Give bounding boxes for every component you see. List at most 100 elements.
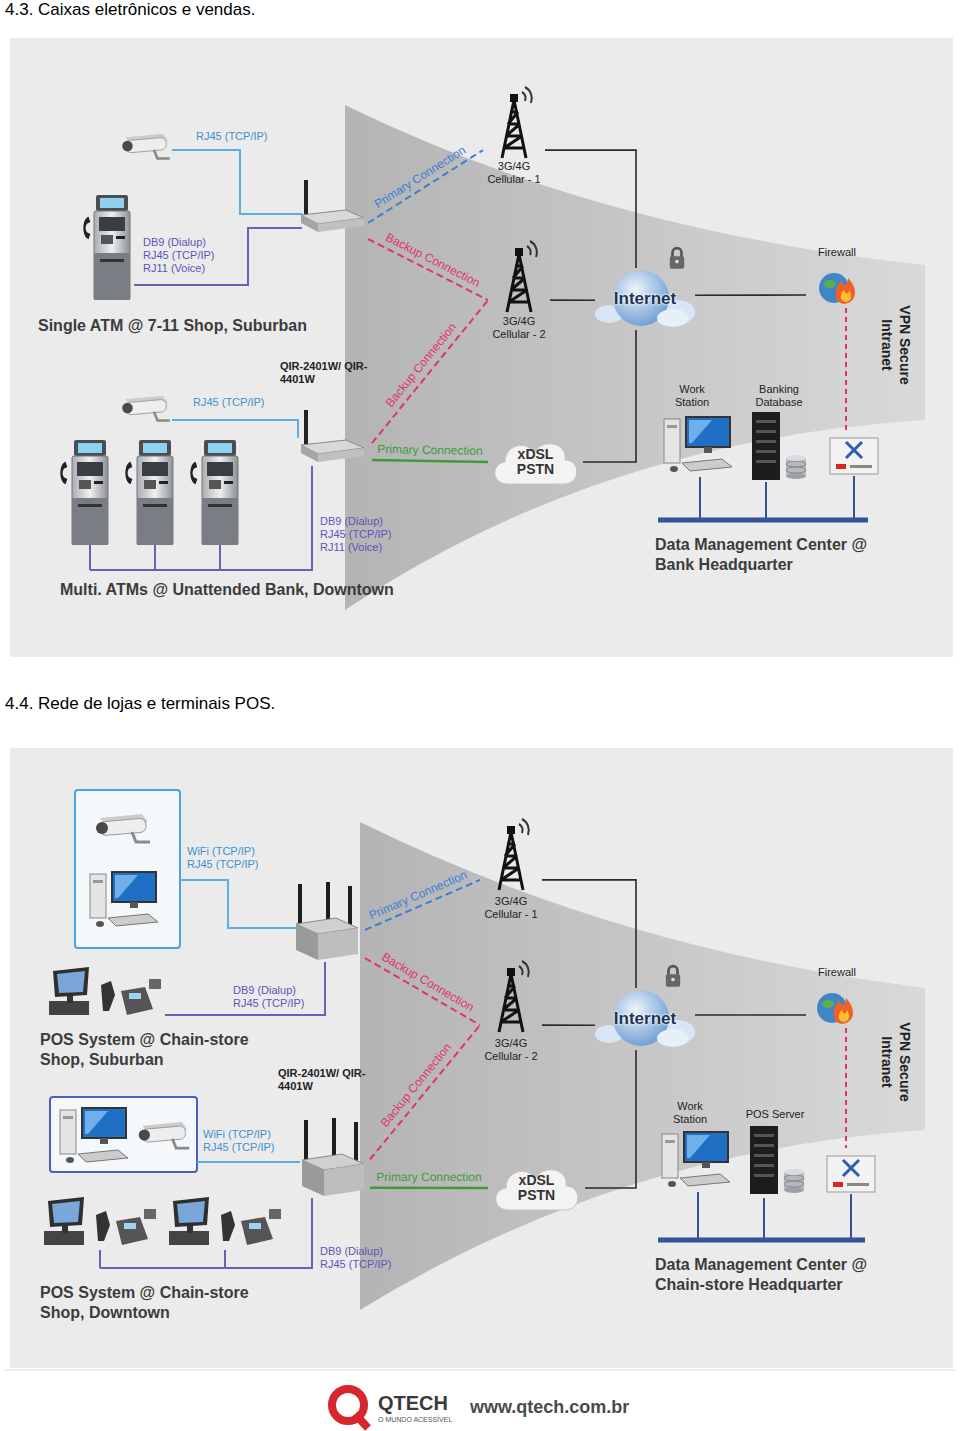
- atm: [94, 195, 130, 300]
- site-label: Multi. ATMs @ Unattended Bank, Downtown: [60, 580, 420, 600]
- pos-terminal: [49, 967, 161, 1015]
- connection-line: [583, 330, 636, 462]
- connection-line: [372, 300, 488, 443]
- panel: [10, 748, 953, 1368]
- node-text: xDSL PSTN: [505, 447, 567, 478]
- connection-line: [370, 1025, 480, 1159]
- vpn-label: VPN Secure Intranet: [878, 1002, 914, 1122]
- port-label: RJ45 (TCP/IP): [196, 130, 268, 143]
- wire: [172, 420, 298, 438]
- connection-line: [550, 299, 595, 301]
- node-text: 3G/4G Cellular - 2: [488, 315, 550, 340]
- cell-tower: 3G/4G Cellular - 2: [488, 240, 550, 340]
- firewall-icon: [817, 993, 853, 1024]
- camera: [122, 396, 170, 421]
- footer-rule: [5, 1370, 955, 1371]
- phone: [190, 462, 197, 484]
- node-text: Banking Database: [748, 383, 810, 408]
- node-text: Internet: [614, 289, 676, 309]
- atm: [202, 440, 238, 545]
- firewall: Firewall: [806, 966, 868, 1034]
- camera: [96, 814, 150, 842]
- cell-tower: [502, 87, 532, 158]
- site-label: POS System @ Chain-store Shop, Suburban: [40, 880, 365, 1075]
- router: [302, 1118, 364, 1196]
- router-label: QIR-2401W/ QIR-4401W: [278, 1065, 370, 1200]
- cell-tower: 3G/4G Cellular - 2: [480, 960, 542, 1065]
- device-group: [50, 1097, 197, 1172]
- phone: [60, 462, 67, 484]
- node-text: POS System @ Chain-store Shop, Suburban: [40, 1030, 280, 1070]
- node-text: Multi. ATMs @ Unattended Bank, Downtown: [60, 580, 420, 600]
- server-icon: [750, 1126, 804, 1194]
- wire: [172, 150, 302, 214]
- router: [296, 882, 358, 960]
- connection-label: Backup Connection: [378, 1041, 455, 1130]
- node-text: Work Station: [668, 383, 716, 408]
- section-heading: 4.4. Rede de lojas e terminais POS.: [5, 694, 275, 714]
- vpn-link: [845, 308, 847, 430]
- cloud: [496, 1170, 578, 1210]
- router: [301, 410, 364, 462]
- logo-tagline: O MUNDO ACESSÍVEL: [378, 1416, 452, 1423]
- website: www.qtech.com.br: [470, 1397, 629, 1418]
- globe: [595, 990, 695, 1047]
- connection-line: [545, 150, 636, 268]
- database: Banking Database: [748, 383, 810, 408]
- logo-name: QTECH: [378, 1392, 448, 1415]
- atm: [137, 440, 173, 545]
- node-text: Data Management Center @ Bank Headquarte…: [655, 535, 870, 575]
- vpn-device: [827, 1156, 875, 1192]
- camera: [139, 1122, 190, 1148]
- port-label: WiFi (TCP/IP) RJ45 (TCP/IP): [187, 845, 275, 871]
- workstation-icon: [664, 417, 732, 472]
- connection-line: [695, 1014, 806, 1016]
- port-label: WiFi (TCP/IP) RJ45 (TCP/IP): [203, 1128, 291, 1154]
- port-label: DB9 (Dialup) RJ45 (TCP/IP) RJ11 (Voice): [143, 236, 225, 276]
- lan-drop: [698, 1192, 851, 1240]
- firewall: Firewall: [806, 246, 868, 314]
- connection-line: [368, 239, 488, 300]
- connection-label: Backup Connection: [383, 320, 459, 410]
- connection-label: Primary Connection: [377, 442, 483, 458]
- firewall-icon: [819, 273, 855, 304]
- vpn-device: [830, 438, 878, 474]
- port-label: DB9 (Dialup) RJ45 (TCP/IP): [233, 984, 315, 1010]
- datacenter-label: Data Management Center @ Chain-store Hea…: [655, 1255, 870, 1295]
- workstation-icon: [662, 1132, 730, 1187]
- connection-label: Primary Connection: [376, 1170, 481, 1184]
- server: POS Server: [735, 1108, 815, 1121]
- node-text: Internet: [614, 1009, 676, 1029]
- node-text: xDSL PSTN: [506, 1173, 568, 1204]
- cloud: [495, 444, 577, 484]
- connection-label: Primary Connection: [367, 867, 469, 922]
- phone: [83, 217, 90, 239]
- panel: [10, 38, 953, 657]
- network-cloud: xDSL PSTN: [488, 1158, 585, 1218]
- wire: [165, 962, 325, 1015]
- port-label: RJ45 (TCP/IP): [193, 396, 265, 409]
- node-text: POS Server: [735, 1108, 815, 1121]
- connection-line: [542, 1024, 595, 1026]
- node-text: Work Station: [666, 1100, 714, 1125]
- wire: [100, 1198, 312, 1268]
- router: [301, 180, 364, 232]
- vpn-link: [845, 1028, 847, 1148]
- wire: [180, 880, 296, 928]
- logo: [355, 1414, 368, 1428]
- node-text: 3G/4G Cellular - 1: [480, 895, 542, 920]
- network-cloud: xDSL PSTN: [488, 432, 583, 492]
- node-text: QIR-2401W/ QIR-4401W: [278, 1067, 370, 1093]
- globe: [595, 270, 695, 327]
- connection-line: [370, 1187, 488, 1190]
- lan-bus: [658, 1238, 865, 1243]
- wire: [134, 228, 302, 285]
- site-label: Single ATM @ 7-11 Shop, Suburban: [38, 120, 368, 342]
- pc: [60, 1108, 128, 1163]
- node-text: POS System @ Chain-store Shop, Downtown: [40, 1283, 290, 1323]
- pc: [90, 872, 158, 927]
- lan-bus: [658, 518, 868, 523]
- pos-terminal: [44, 1197, 156, 1245]
